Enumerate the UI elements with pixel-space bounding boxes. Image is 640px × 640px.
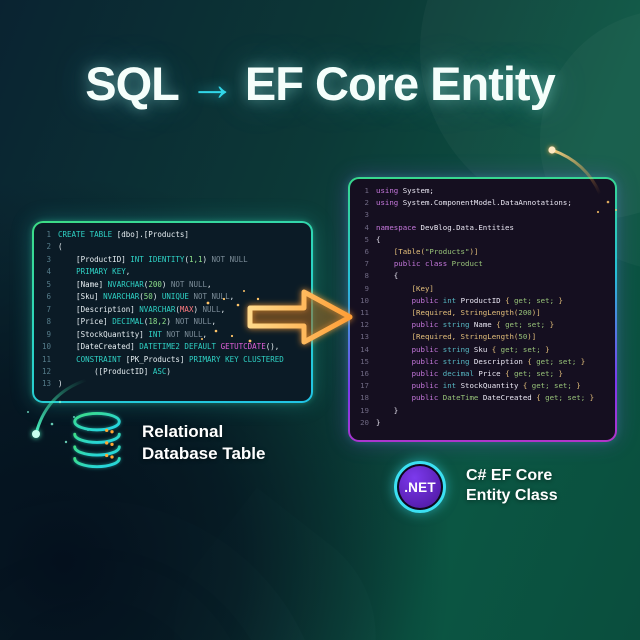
background-leaf-decoration	[127, 487, 423, 640]
code-line: 6 [Sku] NVARCHAR(50) UNIQUE NOT NULL,	[46, 292, 235, 302]
database-caption-line2: Database Table	[142, 443, 266, 463]
code-line: 15 public string Description { get; set;…	[360, 356, 586, 366]
dotnet-logo-text: .NET	[404, 479, 436, 495]
code-line: 20}	[360, 417, 381, 427]
code-line: 10 public int ProductID { get; set; }	[360, 295, 563, 305]
code-line: 16 public decimal Price { get; set; }	[360, 369, 563, 379]
code-line: 8 {	[364, 271, 399, 281]
page-title: SQL→EF Core Entity	[0, 56, 640, 111]
code-line: 2(	[46, 242, 63, 252]
database-caption: Relational Database Table	[142, 421, 265, 464]
code-line: 12 public string Name { get; set; }	[360, 320, 555, 330]
code-line: 9 [Key]	[364, 283, 434, 293]
transform-arrow-icon	[198, 281, 363, 353]
code-line: 7 [Description] NVARCHAR(MAX) NULL,	[46, 304, 226, 314]
code-line: 17 public int StockQuantity { get; set; …	[360, 381, 581, 391]
title-efcore: EF Core Entity	[244, 57, 556, 110]
code-line: 3 [ProductID] INT IDENTITY(1,1) NOT NULL	[46, 254, 248, 264]
code-line: 13)	[41, 379, 63, 389]
code-line: 10 [DateCreated] DATETIME2 DEFAULT GETUT…	[41, 342, 280, 352]
code-line: 4 PRIMARY KEY,	[46, 267, 131, 277]
database-icon	[66, 410, 128, 472]
code-line: 13 [Required, StringLength(50)]	[360, 332, 537, 342]
code-line: 18 public DateTime DateCreated { get; se…	[360, 393, 595, 403]
title-arrow-icon: →	[188, 57, 236, 110]
code-line: 12 ([ProductID] ASC)	[41, 366, 171, 376]
dotnet-caption-line1: C# EF Core	[466, 467, 553, 484]
code-line: 7 public class Product	[364, 259, 483, 269]
database-caption-line1: Relational	[142, 422, 224, 441]
background-ring-decoration	[0, 500, 326, 640]
title-sql: SQL	[85, 57, 180, 110]
dotnet-caption: C# EF Core Entity Class	[466, 466, 558, 506]
dotnet-caption-line2: Entity Class	[466, 487, 558, 504]
code-line: 11 [Required, StringLength(200)]	[360, 308, 541, 318]
code-line: 14 public string Sku { get; set; }	[360, 344, 550, 354]
code-line: 5{	[364, 234, 381, 244]
code-line: 5 [Name] NVARCHAR(200) NOT NULL,	[46, 279, 212, 289]
code-line: 11 CONSTRAINT [PK_Products] PRIMARY KEY …	[41, 354, 284, 364]
comet-orange-icon	[538, 138, 628, 220]
dotnet-logo-icon: .NET	[394, 461, 446, 513]
code-line: 6 [Table("Products")]	[364, 247, 479, 257]
background-ring-decoration	[0, 560, 250, 640]
code-line: 3	[364, 210, 369, 220]
code-line: 9 [StockQuantity] INT NOT NULL,	[46, 329, 208, 339]
comet-green-icon	[8, 372, 118, 467]
code-line: 19 }	[360, 405, 399, 415]
code-line: 8 [Price] DECIMAL(18,2) NOT NULL,	[46, 317, 217, 327]
